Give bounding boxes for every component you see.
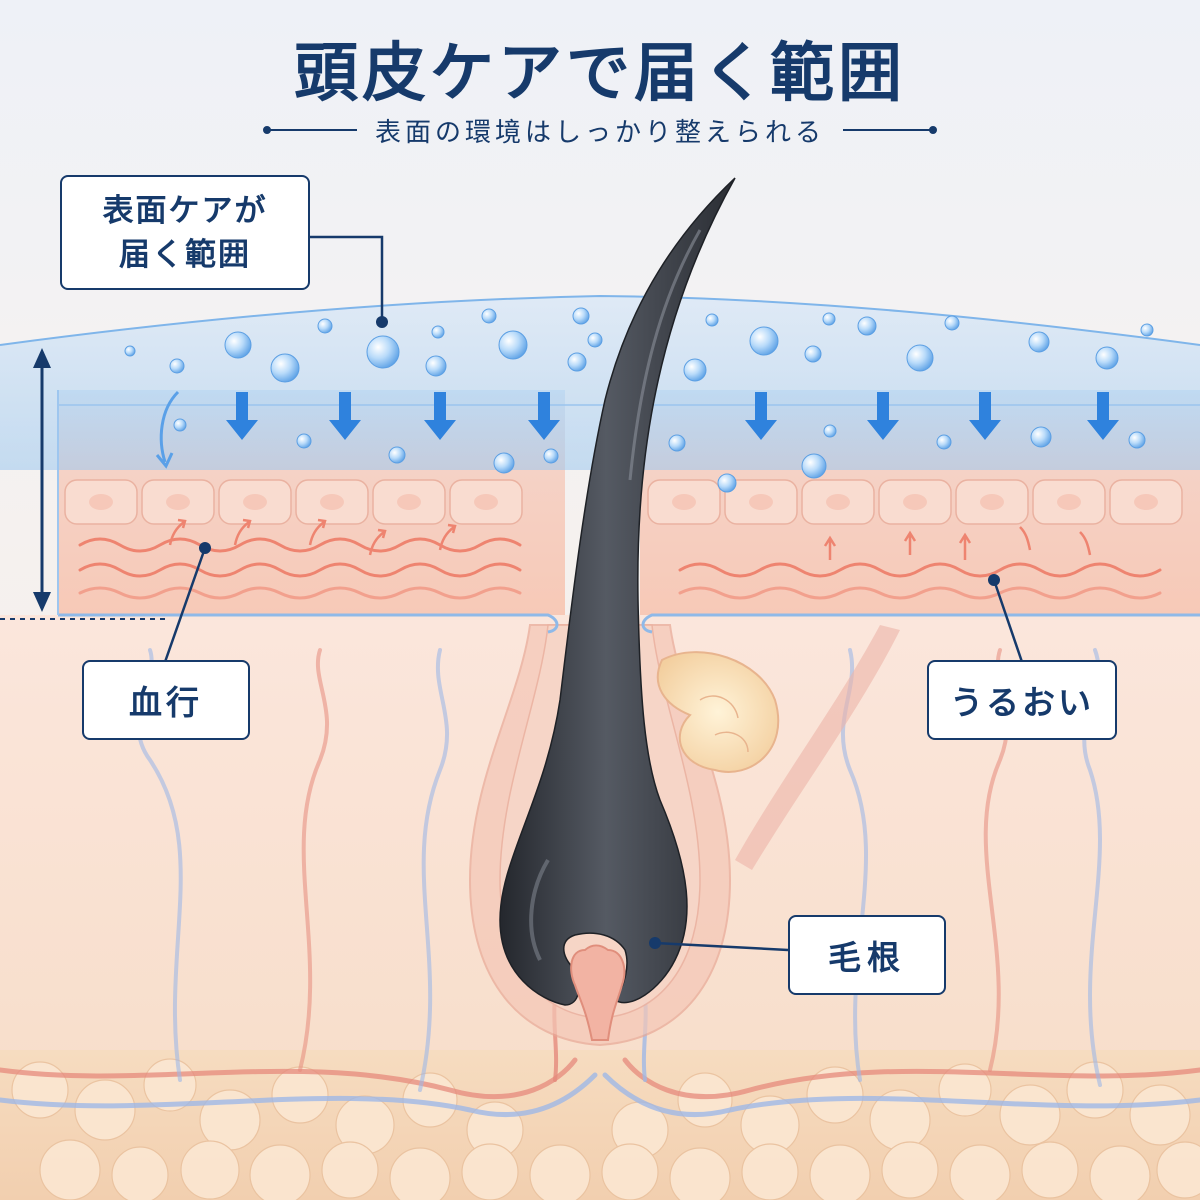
surface-care-label-line1: 表面ケアが — [102, 192, 268, 229]
curved-arrow-icon — [155, 390, 180, 469]
subtitle-rule-right — [843, 126, 937, 134]
subtitle-rule-left — [262, 126, 357, 134]
down-arrow-icon — [226, 392, 1119, 440]
heat-rise-arrows — [168, 518, 1092, 560]
hair-root-label: 毛根 — [788, 915, 946, 995]
cell-nuclei — [89, 494, 1158, 510]
surface-water-film — [0, 294, 1200, 615]
surface-care-range-label: 表面ケアが 届く範囲 — [60, 175, 310, 290]
water-droplet-icon — [124, 307, 1154, 493]
hair-shaft — [499, 177, 736, 1006]
page-title: 頭皮ケアで届く範囲 — [294, 37, 906, 111]
blood-flow-label: 血行 — [82, 660, 250, 740]
heat-wave-icon — [78, 537, 1162, 600]
subtitle-row: 表面の環境はしっかり整えられる — [0, 112, 1200, 148]
leader-dots — [199, 316, 1000, 949]
moisture-label: うるおい — [927, 660, 1117, 740]
blood-vessels — [0, 648, 1200, 1117]
surface-care-label-line2: 届く範囲 — [119, 236, 251, 273]
subtitle: 表面の環境はしっかり整えられる — [374, 117, 825, 148]
dermal-papilla — [570, 944, 626, 1041]
double-arrow-icon — [0, 348, 165, 620]
leader-lines — [163, 235, 1024, 952]
arrector-muscle — [735, 625, 900, 870]
sebaceous-gland — [656, 651, 780, 773]
